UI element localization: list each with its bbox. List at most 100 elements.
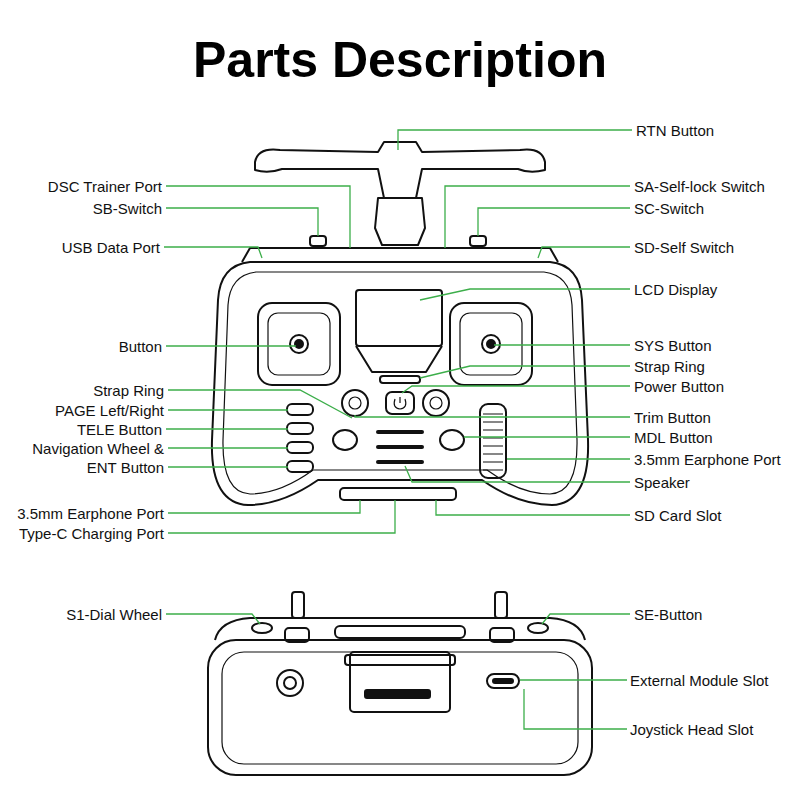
speaker-slot (376, 430, 424, 434)
module-bay-lip (345, 655, 455, 665)
front-view (212, 142, 588, 505)
leader-line (420, 289, 630, 300)
bottom-top-surface (215, 618, 585, 640)
type-c-inner (493, 679, 513, 683)
leader-line (166, 186, 350, 248)
diagram-title: Parts Description (0, 30, 800, 90)
part-label: Trim Button (634, 408, 711, 427)
part-label: External Module Slot (630, 671, 768, 690)
part-label: Button (119, 337, 162, 356)
left-gimbal-inner (268, 313, 330, 375)
antenna-handle (255, 142, 545, 198)
nav-wheel (287, 442, 313, 453)
se-button-shape (528, 623, 548, 633)
left-stick (290, 335, 308, 353)
left-stick-top (292, 592, 304, 618)
left-stick-cap (295, 340, 303, 348)
leader-line (445, 186, 630, 248)
bottom-buttons (335, 626, 465, 638)
leader-line (436, 500, 630, 515)
part-label: RTN Button (636, 121, 714, 140)
left-gimbal (258, 303, 340, 385)
speaker-slot (376, 445, 424, 449)
leader-line (168, 500, 360, 513)
leader-line (520, 679, 627, 680)
sc-switch (470, 236, 486, 246)
leader-line (168, 447, 288, 448)
part-label: Power Button (634, 377, 724, 396)
part-label: 3.5mm Earphone Port (634, 450, 781, 469)
part-label: USB Data Port (62, 238, 160, 257)
s1-dial (252, 623, 272, 633)
earphone-port-hole (284, 677, 296, 689)
leader-line (398, 130, 632, 150)
controller-body (212, 262, 588, 505)
leader-line (164, 247, 262, 258)
sys-button (333, 430, 357, 450)
top-shoulder (242, 248, 558, 262)
part-label: LCD Display (634, 280, 717, 299)
page-button (287, 404, 313, 415)
leader-line (168, 390, 352, 418)
leader-line (166, 428, 288, 429)
trim-button-right-inner (430, 397, 442, 409)
part-label: SYS Button (634, 336, 712, 355)
scroll-wheel (480, 404, 506, 478)
right-stick-top (495, 592, 507, 618)
leader-line (168, 466, 288, 467)
status-bar (380, 376, 420, 383)
lcd-bezel (356, 346, 442, 372)
body-inner-line (223, 272, 577, 494)
part-label: DSC Trainer Port (48, 177, 162, 196)
part-label: Speaker (634, 473, 690, 492)
power-button (386, 392, 414, 414)
part-label: PAGE Left/Right (55, 401, 164, 420)
right-stick-cap (487, 340, 495, 348)
sd-card-slot (365, 690, 430, 698)
mdl-button (440, 430, 464, 450)
leader-line (542, 614, 630, 624)
part-label: SC-Switch (634, 199, 704, 218)
part-label: Joystick Head Slot (630, 720, 753, 739)
leader-line (538, 247, 630, 258)
bottom-view (208, 592, 592, 775)
leader-line (402, 386, 630, 393)
part-label: S1-Dial Wheel (66, 605, 162, 624)
part-label: SA-Self-lock Switch (634, 177, 765, 196)
leader-lines (164, 130, 632, 729)
tele-button (287, 423, 313, 434)
part-label: Type-C Charging Port (19, 524, 164, 543)
leader-line (166, 345, 296, 346)
leader-line (168, 409, 288, 410)
type-c-port (487, 674, 519, 688)
earphone-port-ring (277, 670, 303, 696)
part-label: MDL Button (634, 428, 713, 447)
leader-line (355, 415, 630, 417)
leader-line (168, 500, 395, 533)
ent-button (287, 461, 313, 472)
sb-switch (310, 236, 326, 246)
part-label: SE-Button (634, 605, 702, 624)
wheel-ridges (483, 414, 503, 470)
part-label: SD-Self Switch (634, 238, 734, 257)
module-panel (350, 652, 450, 712)
part-label: 3.5mm Earphone Port (17, 504, 164, 523)
power-icon (394, 397, 406, 409)
leader-line (494, 344, 630, 345)
part-label: Strap Ring (634, 357, 705, 376)
leader-line (166, 614, 260, 624)
leader-line (507, 458, 630, 459)
bottom-slot (340, 488, 456, 500)
leader-line (405, 466, 630, 482)
leader-line (478, 208, 630, 236)
leader-line (420, 366, 630, 378)
antenna-stem (375, 198, 425, 245)
right-gimbal (450, 303, 532, 385)
bottom-body (208, 640, 592, 775)
right-stick (482, 335, 500, 353)
leader-line (166, 208, 318, 236)
trim-button-left-inner (349, 397, 361, 409)
part-label: SB-Switch (93, 199, 162, 218)
speaker-slot (376, 460, 424, 464)
